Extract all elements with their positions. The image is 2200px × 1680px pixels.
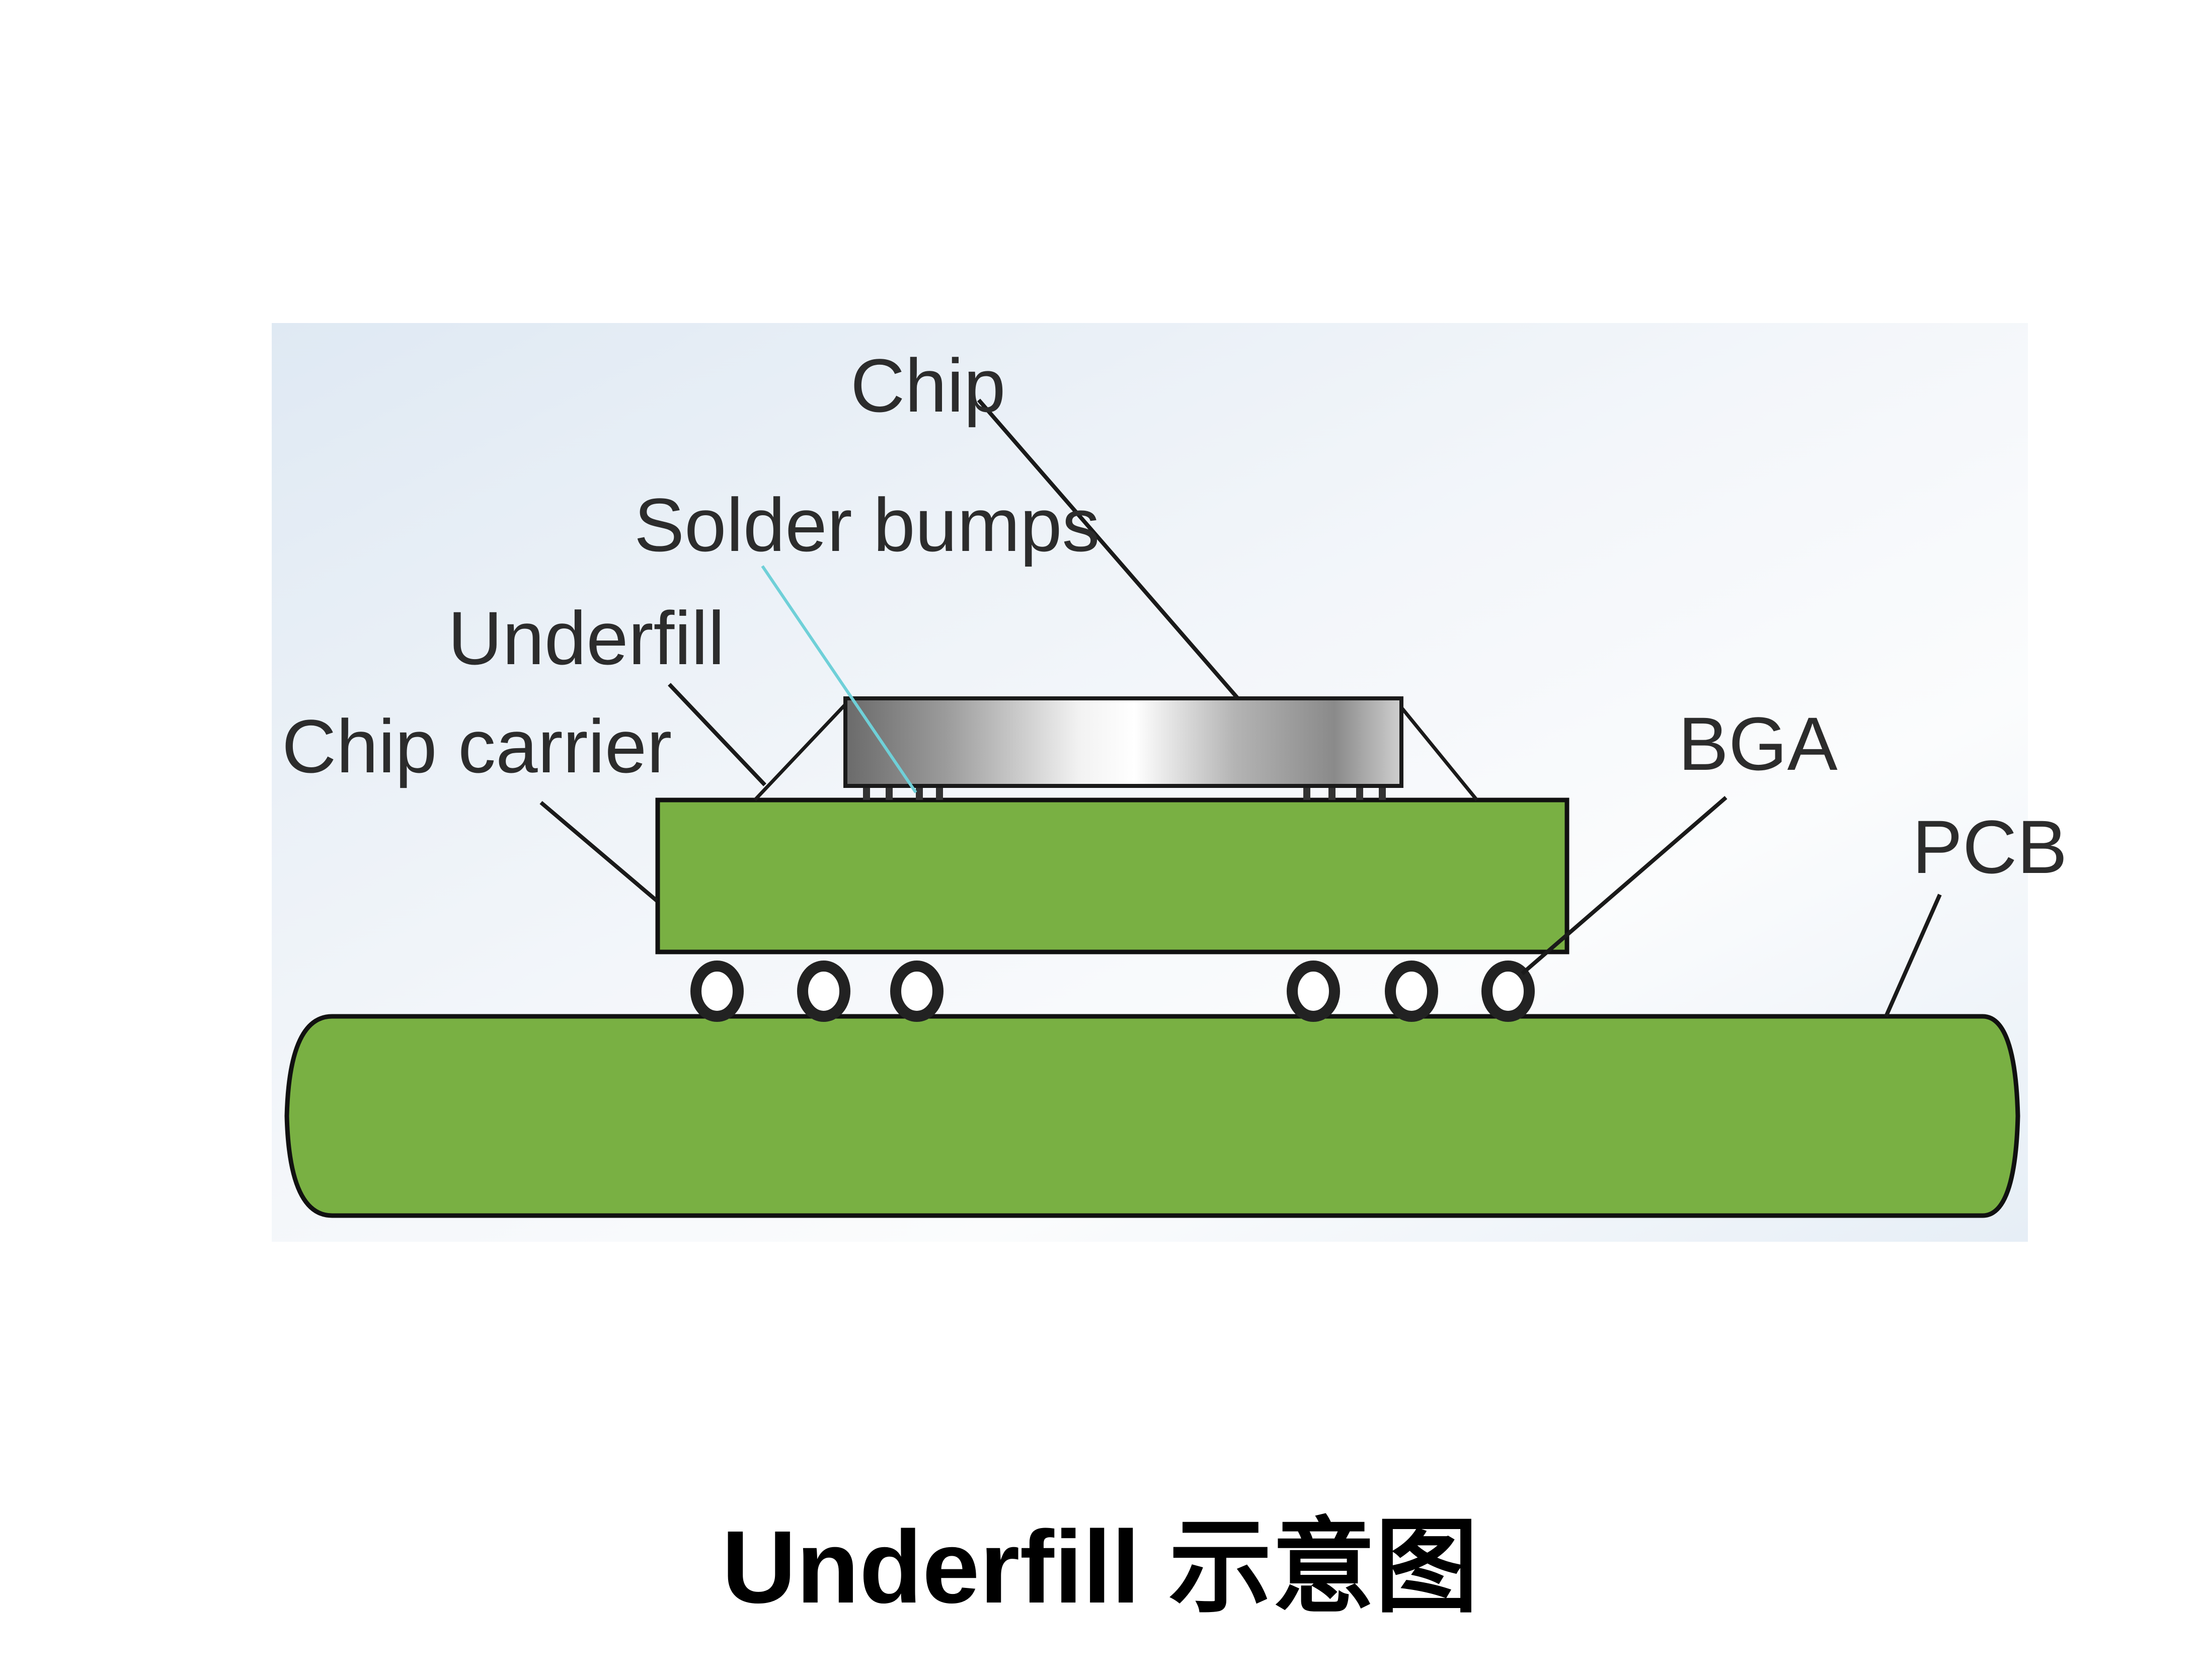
underfill-leader-line [668,683,766,786]
pcb-board [284,1014,2020,1218]
bga-ball [1481,961,1535,1022]
solder-bump [1328,786,1335,800]
pcb-leader-line [1884,894,1942,1017]
bga-ball [797,961,850,1022]
chip-label: Chip [850,343,1006,428]
bga-label: BGA [1678,701,1838,786]
solder-bumps-leader-line [761,565,917,793]
solder-bump [1356,786,1363,800]
bga-ball [690,961,744,1022]
chip-carrier-label: Chip carrier [282,704,672,788]
bga-ball [890,961,944,1022]
chip-carrier [655,797,1569,954]
solder-bump [1379,786,1386,800]
bga-ball [1385,961,1438,1022]
bga-leader-line [1521,795,1727,976]
chip-die [843,696,1403,788]
diagram-caption: Underfill 示意图 [722,1509,1478,1625]
solder-bumps [863,786,1386,800]
solder-bump [936,786,943,800]
solder-bumps-label: Solder bumps [634,483,1100,567]
pcb-label: PCB [1912,805,2067,889]
solder-bump [916,786,923,800]
underfill-label: Underfill [448,596,725,680]
solder-bump [863,786,870,800]
solder-bump [1303,786,1310,800]
bga-ball [1287,961,1340,1022]
chip-leader-line [977,398,1240,700]
bga-balls [690,961,1535,1022]
chip-carrier-leader-line [539,801,658,903]
solder-bump [886,786,893,800]
